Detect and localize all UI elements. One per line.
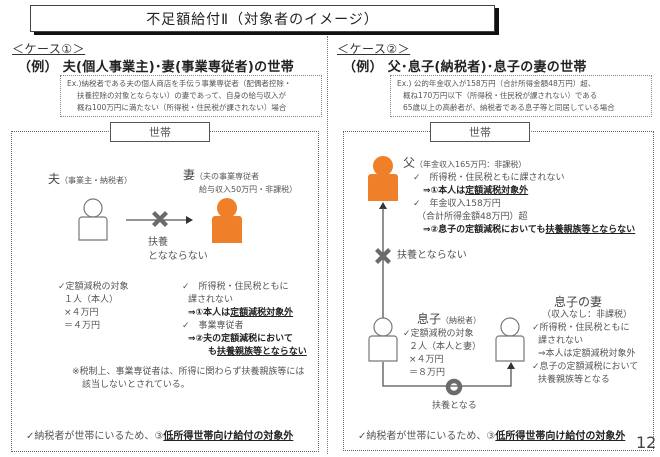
- dependent-label: 扶養となる: [432, 401, 477, 411]
- case1-ex-box: Ex.)納税者である夫の個人商店を手伝う事業専従者（配偶者控除・ 扶養控除の対象…: [60, 75, 322, 117]
- husband-label: 夫（事業主・納税者）: [48, 172, 133, 186]
- case2-household-label: 世帯: [430, 122, 530, 142]
- case2-example: （例） 父･息子(納税者)･息子の妻の世帯: [343, 60, 587, 75]
- page-title: 不足額給付Ⅱ（対象者のイメージ）: [30, 5, 495, 32]
- cross-icon: [152, 211, 168, 227]
- circle-icon: [445, 378, 463, 396]
- case2-ex-box: Ex.) 公的年金収入が158万円（合計所得金額48万円）超、 概ね170万円以…: [390, 75, 652, 117]
- relation-arrow-up: [379, 202, 387, 318]
- case2-bottom-note: ✓納税者が世帯にいるため、③低所得世帯向け給付の対象外: [358, 431, 626, 442]
- cross-icon: [375, 248, 391, 264]
- person-outline-icon: [368, 317, 398, 362]
- son-detail: 息子（納税者） ✓定額減税の対象 ２人（本人と妻） ×４万円 ＝８万円: [403, 312, 482, 379]
- case1-bottom-note: ✓納税者が世帯にいるため、③低所得世帯向け給付の対象外: [26, 431, 294, 442]
- case1-household-label: 世帯: [110, 122, 210, 142]
- case1-note: ※税制上、事業専従者は、所得に関わらず扶養親族等には 該当しないとされている。: [72, 367, 305, 390]
- ex-line: 概ね100万円に満たない（所得税・住民税が課されない）場合: [77, 103, 287, 112]
- wife-label: 妻（夫の事業専従者 給与収入50万円・非課税）: [183, 168, 298, 194]
- ex-line: 扶養控除の対象とならない）の妻であって、自身の給与収入が: [77, 91, 286, 100]
- person-filled-icon: [212, 198, 242, 243]
- case1-example: （例） 夫(個人事業主)･妻(事業専従者)の世帯: [18, 60, 294, 75]
- ex-line: 65歳以上の高齢者が、納税者である息子等と同居している場合: [403, 103, 615, 112]
- father-detail: 父（年金収入165万円：非課税） ✓ 所得税・住民税ともに課されない ⇒①本人は…: [403, 156, 636, 236]
- person-outline-icon: [495, 317, 525, 362]
- husband-detail: ✓定額減税の対象 １人（本人） ×４万円 ＝４万円: [58, 282, 129, 331]
- page-number: 12: [636, 433, 657, 452]
- case2-label: ＜ケース②＞: [337, 42, 411, 56]
- son-wife-detail: 息子の妻 （収入なし：非課税） ✓所得税・住民税ともに 課されない ⇒本人は定額…: [532, 295, 639, 386]
- person-filled-icon: [368, 156, 398, 201]
- ex-line: Ex.)納税者である夫の個人商店を手伝う事業専従者（配偶者控除・: [67, 79, 292, 88]
- ex-line: 概ね170万円以下（所得税・住民税が課されない）である: [403, 91, 598, 100]
- wife-detail: ✓ 所得税・住民税ともに 課されない ⇒①本人は定額減税対象外 ✓ 事業専従者 …: [182, 282, 307, 357]
- case-separator: [327, 36, 328, 454]
- case1-label: ＜ケース①＞: [12, 42, 86, 56]
- not-dependent-label: 扶養とならない: [397, 250, 467, 261]
- person-outline-icon: [78, 198, 108, 241]
- ex-line: Ex.) 公的年金収入が158万円（合計所得金額48万円）超、: [397, 79, 596, 88]
- not-dependent-label: 扶養 となならない: [148, 237, 208, 262]
